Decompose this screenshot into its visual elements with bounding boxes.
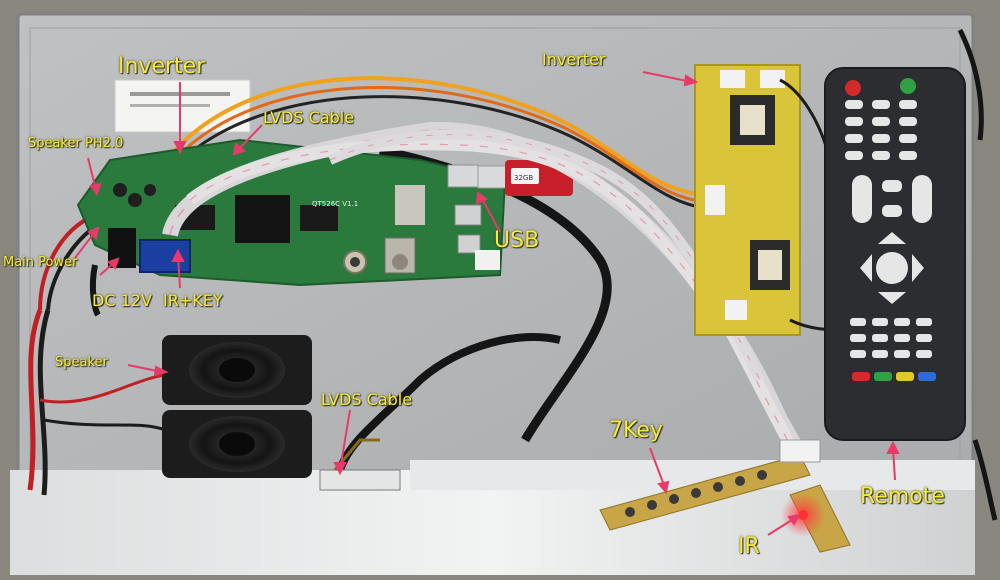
board-model-text: QT526C V1.1	[312, 200, 358, 208]
key-board	[599, 439, 821, 531]
label-7key: 7Key	[609, 418, 663, 443]
speakers	[162, 335, 312, 478]
ir-receiver	[781, 484, 851, 553]
label-inverter-right: Inverter	[542, 50, 606, 69]
inverter-board	[694, 64, 801, 336]
label-remote: Remote	[860, 484, 945, 509]
label-inverter-left: Inverter	[118, 54, 206, 79]
remote-control	[824, 67, 966, 441]
label-lvds-cable-bottom: LVDS Cable	[321, 390, 413, 409]
label-speaker: Speaker	[55, 355, 108, 370]
label-ir: IR	[738, 534, 760, 559]
label-dc-12v: DC 12V	[92, 291, 152, 310]
label-lvds-cable-top: LVDS Cable	[263, 108, 355, 127]
label-ir-key: IR+KEY	[163, 291, 223, 310]
label-main-power: Main Power	[3, 255, 78, 270]
annotation-arrows	[74, 71, 900, 536]
label-usb: USB	[494, 228, 540, 253]
usb-stick-text: 32GB	[514, 174, 533, 182]
main-board	[76, 138, 507, 287]
label-speaker-ph: Speaker PH2.0	[28, 136, 124, 151]
